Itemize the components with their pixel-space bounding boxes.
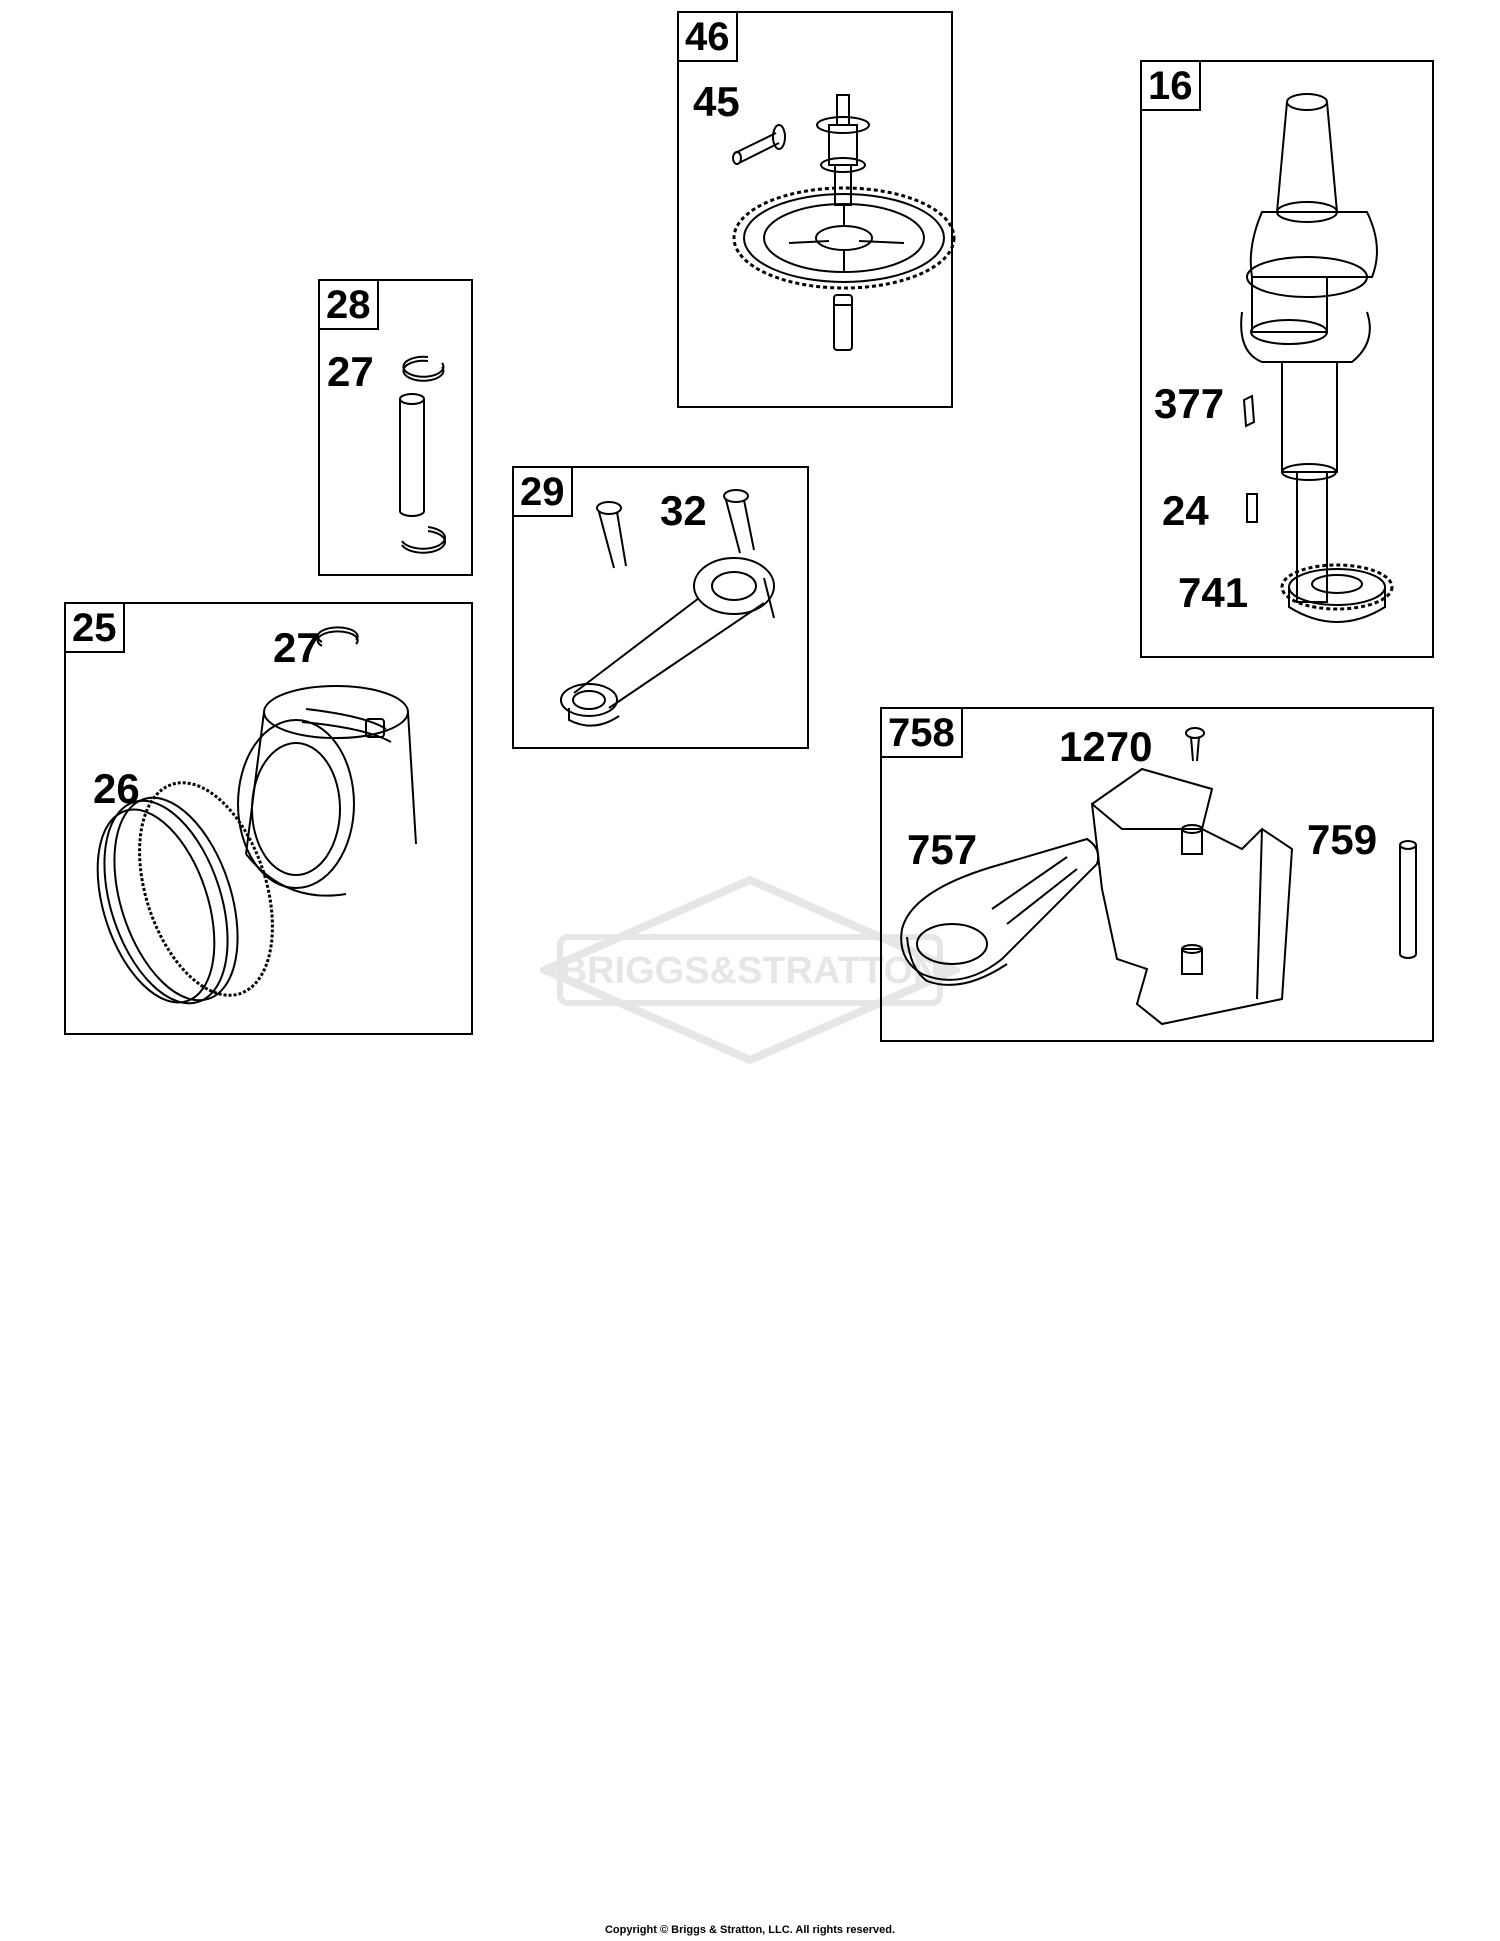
- connecting-rod-drawing: [514, 468, 811, 751]
- camshaft-gear-drawing: [679, 13, 955, 410]
- section-28-piston-pin: 28 27: [318, 279, 473, 576]
- section-id: 758: [880, 707, 963, 758]
- section-29-connecting-rod: 29 32: [512, 466, 809, 749]
- section-758-breather-assembly: 758 1270 757 759: [880, 707, 1434, 1042]
- part-label-757: 757: [907, 826, 978, 873]
- section-id: 46: [677, 11, 738, 62]
- section-46-camshaft: 46 45: [677, 11, 953, 408]
- part-label-27: 27: [273, 624, 320, 671]
- part-label-32: 32: [660, 487, 707, 534]
- section-id: 28: [318, 279, 379, 330]
- section-id: 16: [1140, 60, 1201, 111]
- part-label-1270: 1270: [1059, 723, 1153, 770]
- part-label-24: 24: [1162, 487, 1209, 534]
- crankshaft-drawing: [1142, 62, 1436, 660]
- watermark-text: BRIGGS&STRATTON: [560, 950, 941, 992]
- section-id: 29: [512, 466, 573, 517]
- copyright-footer: Copyright © Briggs & Stratton, LLC. All …: [604, 1924, 896, 1936]
- breather-assembly-drawing: [882, 709, 1436, 1044]
- piston-pin-drawing: [320, 281, 475, 578]
- section-25-piston: 25 27 26: [64, 602, 473, 1035]
- section-id: 25: [64, 602, 125, 653]
- section-16-crankshaft: 16 377 24 741: [1140, 60, 1434, 658]
- part-label-759: 759: [1307, 816, 1378, 863]
- part-label-27: 27: [327, 348, 374, 395]
- part-label-45: 45: [693, 78, 740, 125]
- part-label-741: 741: [1178, 569, 1249, 616]
- part-label-377: 377: [1154, 380, 1225, 427]
- piston-rings-drawing: [66, 604, 475, 1037]
- brand-watermark: BRIGGS&STRATTON: [540, 875, 960, 1065]
